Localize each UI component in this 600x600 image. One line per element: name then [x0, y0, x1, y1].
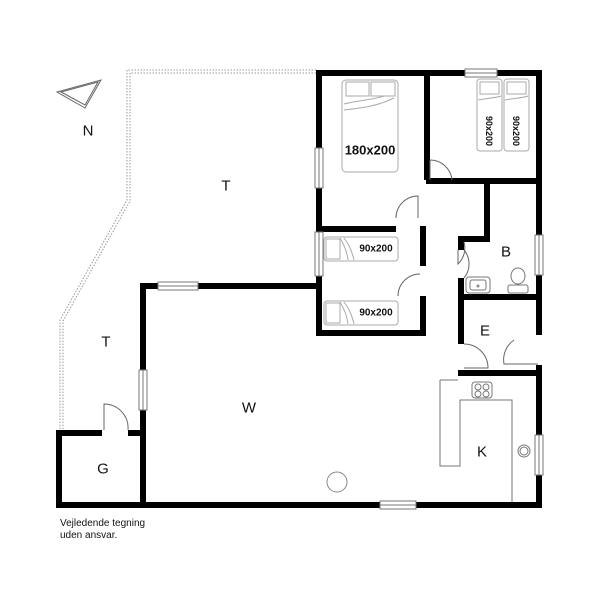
disclaimer-note: Vejledende tegning uden ansvar.: [60, 518, 145, 542]
bed-label-bunk-upper: 90x200: [359, 243, 393, 255]
bath-fixtures: [465, 267, 529, 294]
bed-label-twin-2: 90x200: [511, 115, 521, 147]
room-label-terrace-left: T: [101, 333, 111, 351]
bed-label-master: 180x200: [344, 142, 396, 158]
room-label-bath: B: [500, 243, 512, 261]
room-label-entrance: E: [479, 322, 491, 340]
stove-icon: [471, 381, 493, 399]
compass-arrow-icon: [55, 79, 103, 109]
windows: [138, 68, 544, 510]
room-label-terrace-top: T: [221, 177, 231, 195]
disclaimer-line-2: uden ansvar.: [60, 530, 118, 541]
compass-north-label: N: [82, 122, 94, 140]
room-label-shed: G: [97, 460, 109, 478]
beds: [323, 78, 530, 326]
kitchen-fixtures: [439, 379, 531, 502]
bed-label-twin-1: 90x200: [484, 115, 494, 147]
walls: [56, 70, 542, 508]
kitchen-sink-icon: [517, 444, 531, 458]
bed-label-bunk-lower: 90x200: [359, 307, 393, 319]
sink-icon: [465, 276, 491, 294]
room-label-living: W: [241, 399, 257, 417]
toilet-icon: [510, 267, 526, 285]
disclaimer-line-1: Vejledende tegning: [60, 518, 146, 529]
round-table-icon: [326, 471, 348, 493]
terrace-outline: [59, 69, 316, 432]
door-swings: [103, 159, 538, 431]
room-label-kitchen: K: [476, 443, 488, 461]
